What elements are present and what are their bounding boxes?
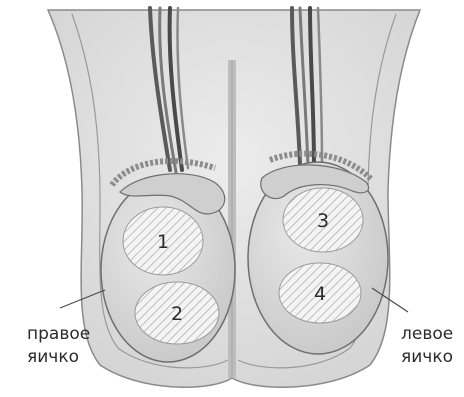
zone-3-label: 3: [317, 210, 329, 232]
right-testis-label-line2: яичко: [27, 347, 79, 367]
left-testis-label-line1: левое: [401, 324, 453, 344]
right-testis-label-line1: правое: [27, 324, 90, 344]
left-testis-label-line2: яичко: [401, 347, 453, 367]
zone-1-label: 1: [157, 231, 169, 253]
zone-4-label: 4: [314, 283, 326, 305]
zone-2-label: 2: [171, 303, 183, 325]
